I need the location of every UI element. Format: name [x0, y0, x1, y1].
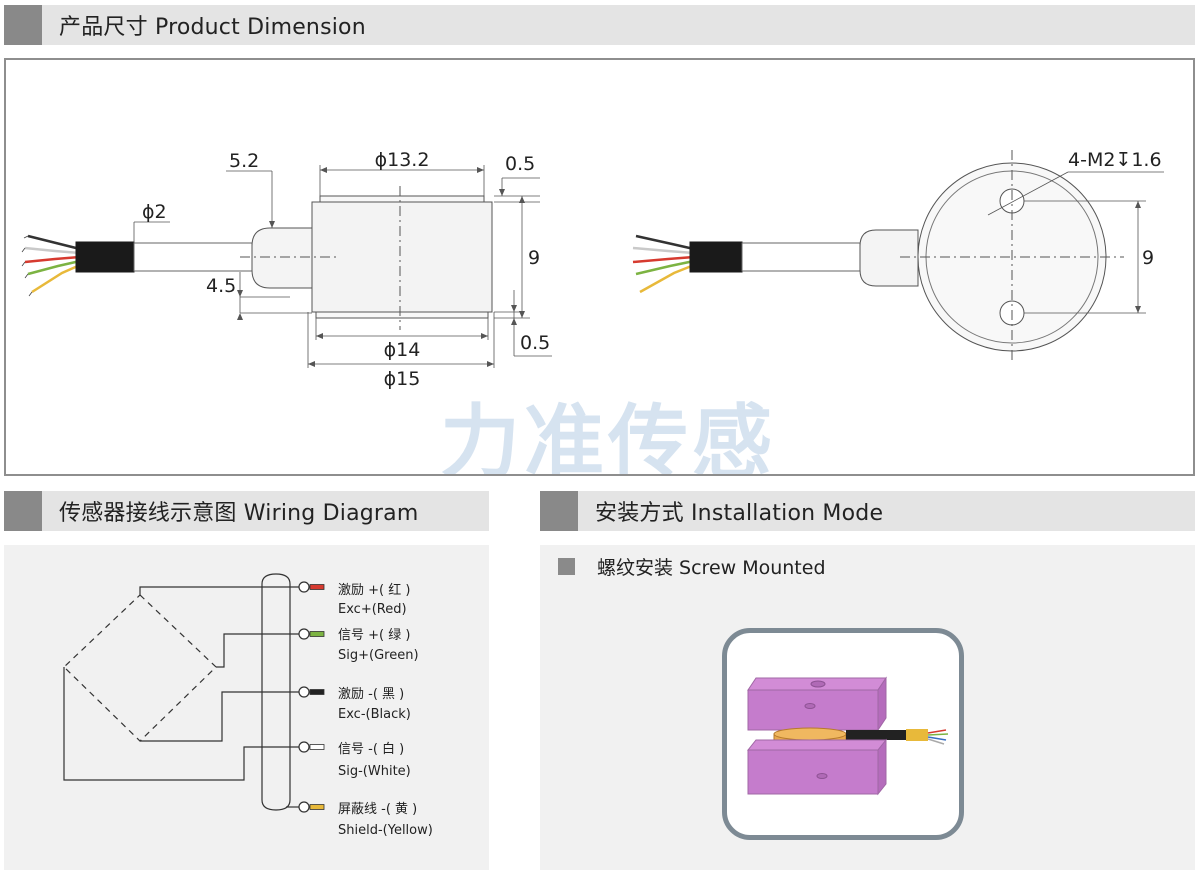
section-header-product-dimension: 产品尺寸 Product Dimension — [4, 5, 1195, 45]
section-marker — [4, 5, 42, 45]
wiring-diagram-panel: 激励 +( 红 ) Exc+(Red) 信号 +( 绿 ) Sig+(Green… — [4, 545, 489, 870]
dim-boss-len: 5.2 — [229, 150, 259, 172]
wire-terminals — [298, 581, 325, 813]
watermark: 力准传感 — [440, 396, 776, 474]
section-marker — [4, 491, 42, 531]
wire-label-cn: 信号 +( 绿 ) — [338, 628, 410, 643]
bottom-step — [315, 311, 489, 319]
wire-labels: 激励 +( 红 ) Exc+(Red) 信号 +( 绿 ) Sig+(Green… — [338, 582, 433, 838]
wire-terminal — [298, 581, 325, 593]
dim-height-side: 9 — [528, 247, 540, 269]
section-header-wiring-diagram: 传感器接线示意图 Wiring Diagram — [4, 491, 489, 531]
installation-image-frame — [722, 628, 964, 840]
section-marker — [540, 491, 578, 531]
dim-step-bottom: 0.5 — [520, 332, 550, 354]
wire-label-cn: 屏蔽线 -( 黄 ) — [338, 802, 417, 817]
bullet-square-icon — [558, 558, 575, 575]
dim-height-top: 9 — [1142, 247, 1154, 269]
wire-terminal — [298, 686, 325, 698]
section-title: 产品尺寸 Product Dimension — [59, 15, 366, 40]
section-title: 传感器接线示意图 Wiring Diagram — [59, 501, 419, 526]
wire-label-en: Sig-(White) — [338, 764, 411, 779]
sensor-body — [311, 201, 493, 313]
dim-base-dia: ϕ15 — [384, 368, 421, 390]
wire-label-cn: 激励 +( 红 ) — [338, 582, 410, 598]
wiring-diagram: 激励 +( 红 ) Exc+(Red) 信号 +( 绿 ) Sig+(Green… — [63, 573, 433, 838]
wire-terminal — [298, 628, 325, 640]
cable — [133, 242, 253, 272]
dimension-drawing: 力准传感 — [21, 149, 1164, 474]
dim-body-dia: ϕ14 — [384, 339, 421, 361]
installation-method: 螺纹安装 Screw Mounted — [558, 553, 826, 580]
product-dimension-panel: 力准传感 — [4, 58, 1195, 476]
wire-label-en: Exc-(Black) — [338, 707, 411, 722]
dim-step-top: 0.5 — [505, 153, 535, 175]
dim-cable-dia: ϕ2 — [142, 201, 167, 223]
top-step — [319, 195, 485, 203]
dim-top-dia: ϕ13.2 — [375, 149, 430, 171]
cable-boss — [251, 227, 313, 289]
wire-label-en: Exc+(Red) — [338, 602, 407, 617]
cable-sleeve — [75, 241, 135, 273]
wire-label-en: Shield-(Yellow) — [338, 823, 433, 838]
side-view — [21, 165, 552, 368]
wire-terminal — [298, 801, 325, 813]
installation-illustration — [746, 676, 949, 796]
wire-label-en: Sig+(Green) — [338, 648, 419, 663]
section-header-installation-mode: 安装方式 Installation Mode — [540, 491, 1195, 531]
wire-label-cn: 信号 -( 白 ) — [338, 741, 404, 757]
wire-terminal — [298, 741, 325, 753]
dim-boss-offset: 4.5 — [206, 275, 236, 297]
installation-method-label: 螺纹安装 Screw Mounted — [597, 557, 826, 579]
wire-label-cn: 激励 -( 黑 ) — [338, 687, 404, 702]
section-title: 安装方式 Installation Mode — [595, 501, 884, 526]
top-view — [632, 150, 1164, 360]
dim-thread: 4-M2↧1.6 — [1068, 149, 1162, 171]
wire-bundle — [24, 234, 81, 294]
wheatstone-bridge — [63, 573, 300, 811]
